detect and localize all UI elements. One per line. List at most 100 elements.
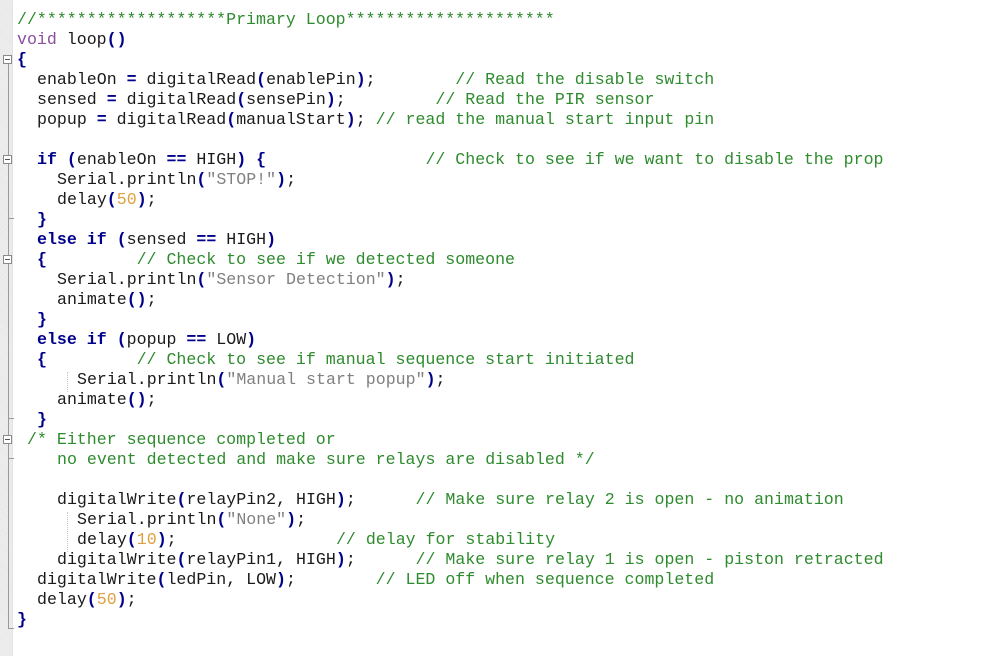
code-token-txt — [246, 150, 256, 169]
code-line[interactable]: } — [17, 610, 27, 630]
code-token-num: 50 — [96, 590, 117, 609]
code-line[interactable]: Serial.println("STOP!"); — [57, 170, 296, 190]
code-token-op: ( — [126, 530, 137, 549]
code-token-txt — [107, 330, 117, 349]
code-token-cm: // delay for stability — [335, 530, 556, 549]
code-line[interactable]: { // Check to see if we detected someone — [37, 250, 515, 270]
code-line[interactable]: } — [37, 210, 47, 230]
fold-collapse-icon[interactable] — [3, 55, 12, 64]
code-line[interactable]: Serial.println("None"); — [77, 510, 306, 530]
fold-collapse-icon[interactable] — [3, 435, 12, 444]
code-token-txt: ; — [166, 530, 177, 549]
code-line[interactable]: delay(10); // delay for stability — [77, 530, 555, 550]
fold-collapse-icon[interactable] — [3, 255, 12, 264]
code-token-txt: enableOn — [37, 70, 127, 89]
code-token-txt: manualStart — [236, 110, 346, 129]
code-token-txt: digitalWrite — [57, 550, 177, 569]
code-token-num: 50 — [116, 190, 137, 209]
code-line[interactable]: digitalWrite(relayPin2, HIGH); // Make s… — [57, 490, 844, 510]
code-line[interactable]: popup = digitalRead(manualStart); // rea… — [37, 110, 714, 130]
code-token-num: 10 — [136, 530, 157, 549]
code-line[interactable]: enableOn = digitalRead(enablePin); // Re… — [37, 70, 714, 90]
code-token-txt: digitalRead — [116, 90, 237, 109]
code-token-txt: ; — [296, 510, 307, 529]
code-token-cm: //*******************Primary Loop*******… — [17, 10, 555, 29]
code-token-txt: Serial.println — [57, 270, 197, 289]
code-token-op: { — [37, 250, 47, 269]
code-token-txt: ; — [365, 70, 456, 89]
code-line[interactable]: /* Either sequence completed or — [27, 430, 336, 450]
code-token-txt: enableOn — [76, 150, 167, 169]
fold-collapse-icon[interactable] — [3, 155, 12, 164]
code-token-op: ) — [266, 230, 277, 249]
code-token-cm: /* Either sequence completed or — [27, 430, 336, 449]
code-token-op: == — [196, 230, 217, 249]
code-token-str: "None" — [226, 510, 287, 529]
code-token-txt: animate — [57, 290, 127, 309]
code-token-txt — [177, 530, 336, 549]
code-token-cm: // Read the disable switch — [455, 70, 715, 89]
code-line[interactable]: digitalWrite(ledPin, LOW); // LED off wh… — [37, 570, 714, 590]
code-line[interactable]: animate(); — [57, 290, 157, 310]
code-line[interactable]: void loop() — [17, 30, 127, 50]
code-line[interactable]: } — [37, 310, 47, 330]
code-token-kw: else if — [37, 330, 107, 349]
code-token-txt: ; — [126, 590, 137, 609]
indent-guide — [67, 512, 68, 552]
fold-end-marker — [8, 218, 14, 219]
code-line[interactable]: { — [17, 50, 27, 70]
code-token-op: == — [186, 330, 207, 349]
code-token-op: ( — [106, 190, 117, 209]
code-token-op: ) — [286, 510, 297, 529]
code-token-op: = — [96, 110, 107, 129]
code-line[interactable]: //*******************Primary Loop*******… — [17, 10, 555, 30]
code-token-txt: sensed — [126, 230, 197, 249]
code-token-txt: sensed — [37, 90, 107, 109]
code-token-op: () — [106, 30, 127, 49]
code-line[interactable]: Serial.println("Sensor Detection"); — [57, 270, 406, 290]
code-token-txt: ; — [345, 550, 416, 569]
code-token-str: "STOP!" — [206, 170, 277, 189]
code-token-txt: HIGH — [186, 150, 237, 169]
code-token-txt: LOW — [206, 330, 247, 349]
code-line[interactable]: else if (sensed == HIGH) — [37, 230, 276, 250]
code-line[interactable]: Serial.println("Manual start popup"); — [77, 370, 446, 390]
code-token-cm: // Make sure relay 2 is open - no animat… — [415, 490, 844, 509]
code-token-txt: digitalWrite — [37, 570, 157, 589]
code-token-txt — [266, 150, 425, 169]
code-line[interactable]: animate(); — [57, 390, 157, 410]
code-token-str: "Manual start popup" — [226, 370, 426, 389]
code-line[interactable]: { // Check to see if manual sequence sta… — [37, 350, 635, 370]
code-token-cm: // Make sure relay 1 is open - piston re… — [415, 550, 884, 569]
fold-range-line — [8, 264, 9, 418]
code-line[interactable]: no event detected and make sure relays a… — [57, 450, 595, 470]
code-token-cm: // Read the PIR sensor — [435, 90, 655, 109]
indent-guide — [67, 372, 68, 392]
code-token-kw: else if — [37, 230, 107, 249]
code-line[interactable]: else if (popup == LOW) — [37, 330, 256, 350]
code-token-txt: popup — [37, 110, 97, 129]
code-token-txt: ; — [355, 110, 376, 129]
code-token-op: () — [126, 290, 147, 309]
code-line[interactable]: delay(50); — [57, 190, 157, 210]
code-token-op: { — [256, 150, 267, 169]
code-line[interactable]: delay(50); — [37, 590, 137, 610]
code-token-op: ) — [136, 190, 147, 209]
code-token-txt: ; — [435, 370, 446, 389]
code-line[interactable]: if (enableOn == HIGH) { // Check to see … — [37, 150, 884, 170]
code-token-cm: // Check to see if we want to disable th… — [425, 150, 884, 169]
code-line[interactable]: sensed = digitalRead(sensePin); // Read … — [37, 90, 654, 110]
code-token-op: ) — [116, 590, 127, 609]
code-token-txt: ledPin, LOW — [166, 570, 277, 589]
code-line[interactable]: digitalWrite(relayPin1, HIGH); // Make s… — [57, 550, 884, 570]
code-token-op: } — [37, 210, 47, 229]
code-token-txt: delay — [77, 530, 127, 549]
code-token-op: { — [37, 350, 47, 369]
code-token-txt: ; — [146, 390, 157, 409]
code-token-txt: HIGH — [216, 230, 267, 249]
code-token-txt: animate — [57, 390, 127, 409]
code-token-op: ( — [176, 490, 187, 509]
code-token-op: ) — [385, 270, 396, 289]
code-line[interactable]: } — [37, 410, 47, 430]
code-token-txt — [57, 150, 67, 169]
